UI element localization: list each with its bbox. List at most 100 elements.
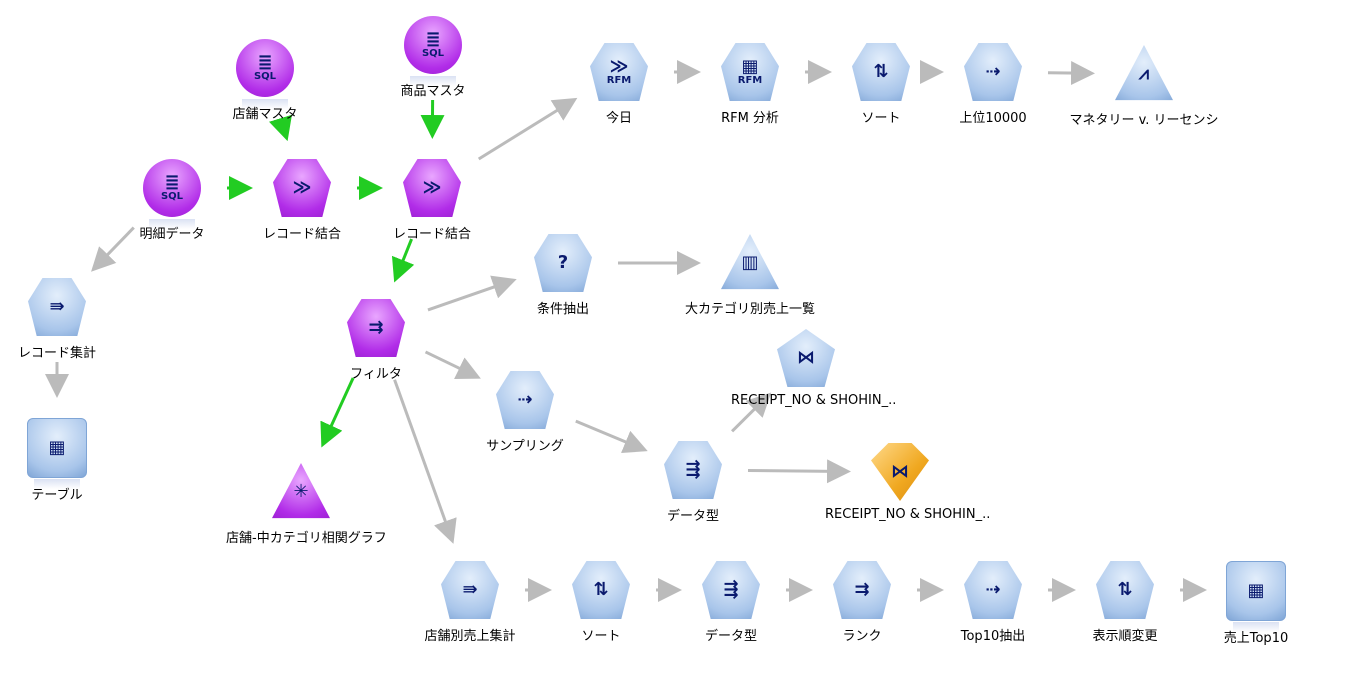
node-label: レコード集計 [17,346,96,361]
link-top10000-to-plot[interactable] [1047,61,1096,86]
link-filter-to-store_sales_agg[interactable] [393,379,457,544]
icon-subtext: SQL [160,191,184,202]
aggregate-icon: ⇛ [441,561,499,619]
link-merge2-to-filter[interactable] [391,238,415,283]
node-aggregate-left[interactable]: ⇛ レコード集計 [0,278,132,361]
database-sql-icon: ≣SQL [404,16,462,86]
node-label: レコード結合 [262,227,341,242]
node-sort-top[interactable]: ⇅ ソート [806,43,956,126]
node-label: レコード結合 [392,227,471,242]
database-sql-icon: ≣SQL [143,159,201,229]
node-top10000[interactable]: ⇢上位10000 [918,43,1068,126]
neural-net-icon: ⋈ [777,329,835,387]
node-rfm-analysis[interactable]: ▦RFM RFM 分析 [675,43,825,126]
node-reorder[interactable]: ⇅表示順変更 [1050,561,1200,644]
node-type-bottom[interactable]: ⇶ データ型 [656,561,806,644]
icon-glyph: ≣SQL [253,52,277,82]
link-sampling-to-type_mid[interactable] [575,419,648,454]
node-label: サンプリング [486,439,564,454]
node-merge1[interactable]: ≫ レコード結合 [227,159,377,242]
node-store-master[interactable]: ≣SQL 店舗マスタ [190,39,340,122]
node-sampling[interactable]: ⇢サンプリング [450,371,600,454]
node-today[interactable]: ≫RFM 今日 [544,43,694,126]
node-distribution[interactable]: ▥ 大カテゴリ別売上一覧 [675,234,825,317]
link-type_mid-to-model_nugget[interactable] [731,392,772,433]
node-merge2[interactable]: ≫ レコード結合 [357,159,507,242]
node-label: 店舗-中カテゴリ相関グラフ [226,531,387,546]
node-top10-extract[interactable]: ⇢ Top10抽出 [918,561,1068,644]
icon-glyph: ⇉ [368,317,384,338]
node-plot[interactable]: ⩘マネタリー v. リーセンシ [1069,45,1219,128]
icon-glyph: ⋈ [891,461,909,482]
node-label: ソート [861,111,901,126]
node-label: 表示順変更 [1092,629,1158,644]
icon-subtext: RFM [737,75,763,86]
node-label: Top10抽出 [960,629,1026,644]
derive-icon: ⇉ [833,561,891,619]
link-type_mid-to-model_builder[interactable] [747,459,852,484]
node-label: 店舗別売上集計 [424,629,516,644]
link-filter-to-sampling[interactable] [424,350,481,380]
icon-subtext: RFM [606,75,632,86]
sample-icon: ⇢ [964,561,1022,619]
icon-glyph: ≣SQL [421,29,445,59]
node-label: ソート [581,629,621,644]
icon-glyph: ⇅ [593,579,609,600]
icon-glyph: ⇛ [462,579,478,600]
type-icon: ⇶ [702,561,760,619]
node-label: RFM 分析 [721,111,779,126]
node-label: テーブル [31,488,83,503]
node-label: データ型 [704,629,757,644]
node-label: フィルタ [350,367,402,382]
icon-glyph: ⇅ [873,61,889,82]
node-web-graph[interactable]: ✳ 店舗-中カテゴリ相関グラフ [226,463,387,546]
plot-icon: ⩘ [1115,45,1173,101]
node-label: 店舗マスタ [232,107,298,122]
icon-glyph: ⇢ [985,579,1001,600]
icon-glyph: ⇛ [49,296,65,317]
sample-icon: ⇢ [964,43,1022,101]
sort-icon: ⇅ [572,561,630,619]
node-label: 売上Top10 [1223,631,1289,646]
link-detail_data-to-aggregate_left[interactable] [91,226,135,272]
icon-glyph: ⇢ [985,61,1001,82]
aggregate-icon: ⇛ [28,278,86,336]
node-sort-bottom[interactable]: ⇅ ソート [526,561,676,644]
rfm-analysis-icon: ▦RFM [721,43,779,101]
node-model-builder[interactable]: ⋈RECEIPT_NO & SHOHIN_.. [825,443,990,522]
database-sql-icon: ≣SQL [236,39,294,109]
node-sales-top10[interactable]: ▦売上Top10 [1181,561,1331,646]
link-filter-to-web_graph[interactable] [320,377,355,448]
distribution-icon: ▥ [721,234,779,290]
node-store-sales-agg[interactable]: ⇛ 店舗別売上集計 [395,561,545,644]
link-store_master-to-merge1[interactable] [269,114,292,142]
icon-glyph: ✳ [293,481,309,502]
icon-glyph: ⩘ [1138,63,1150,84]
node-label: 商品マスタ [400,84,466,99]
link-merge2-to-today[interactable] [477,97,578,161]
icon-subtext: SQL [421,48,445,59]
node-select[interactable]: ?条件抽出 [488,234,638,317]
node-label: ランク [842,629,882,644]
table-icon: ▦ [27,418,87,489]
filter-icon: ⇉ [347,299,405,357]
merge-icon: ≫ [273,159,331,217]
icon-subtext: SQL [253,71,277,82]
icon-glyph: ≫RFM [606,56,632,86]
icon-glyph: ⇶ [723,579,739,600]
node-table-left[interactable]: ▦テーブル [0,418,132,503]
icon-glyph: ≫ [422,177,442,198]
node-filter[interactable]: ⇉ フィルタ [301,299,451,382]
link-filter-to-select[interactable] [427,275,517,312]
node-label: 条件抽出 [536,302,589,317]
node-product-master[interactable]: ≣SQL 商品マスタ [358,16,508,99]
node-type-mid[interactable]: ⇶データ型 [618,441,768,524]
node-label: 今日 [605,111,632,126]
node-label: RECEIPT_NO & SHOHIN_.. [731,393,897,408]
node-label: 大カテゴリ別売上一覧 [684,302,815,317]
node-model-nugget[interactable]: ⋈ RECEIPT_NO & SHOHIN_.. [731,329,897,408]
node-rank[interactable]: ⇉ ランク [787,561,937,644]
